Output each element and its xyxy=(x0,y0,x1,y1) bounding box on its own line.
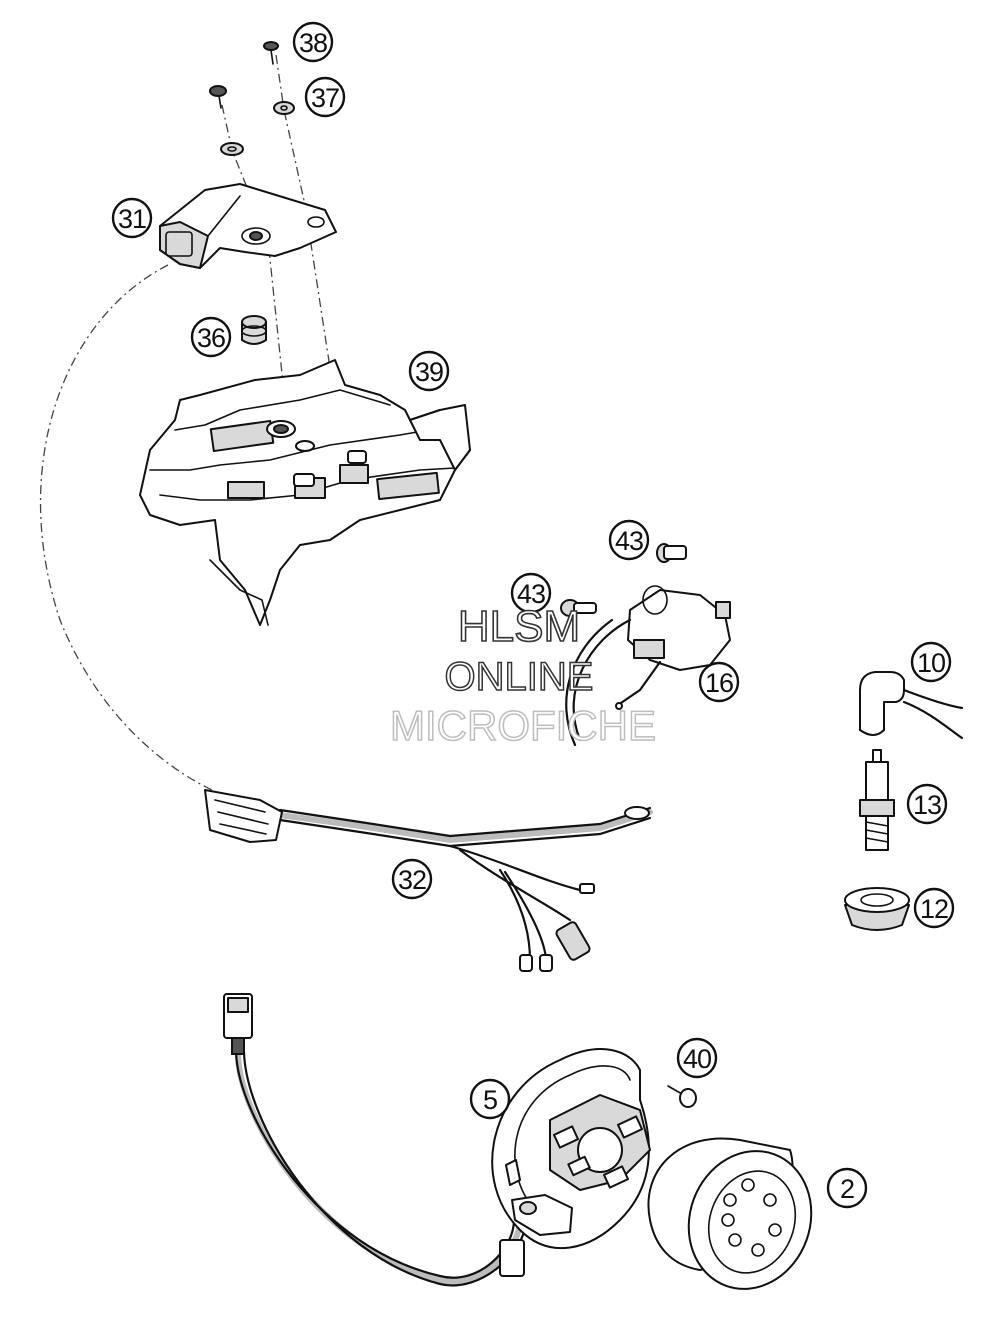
callout-39-label: 39 xyxy=(415,357,443,387)
wiring-harness-32 xyxy=(204,789,653,972)
watermark-line-3: MICROFICHE xyxy=(390,702,656,749)
callout-16: 16 xyxy=(698,661,740,703)
bolt-43-lower xyxy=(560,599,597,617)
callout-43-lower-label: 43 xyxy=(517,579,545,609)
bolt-43-upper xyxy=(656,543,687,563)
callout-43-lower: 43 xyxy=(510,572,552,614)
screw-left xyxy=(209,85,227,109)
rotor-flywheel-2 xyxy=(647,1137,813,1290)
spark-plug-cap-10 xyxy=(859,671,964,740)
callout-13: 13 xyxy=(906,783,948,825)
callout-43-upper: 43 xyxy=(608,519,650,561)
watermark-line-1: HLSM xyxy=(458,602,580,651)
screw-40 xyxy=(667,1085,697,1108)
callout-32-label: 32 xyxy=(398,865,426,895)
callout-40: 40 xyxy=(676,1037,718,1079)
callout-43-upper-label: 43 xyxy=(615,526,643,556)
washer-37 xyxy=(273,101,295,115)
callout-37-label: 37 xyxy=(311,83,339,113)
callout-38: 38 xyxy=(292,21,334,63)
callout-5-label: 5 xyxy=(483,1085,497,1115)
callout-32: 32 xyxy=(391,858,433,900)
callout-16-label: 16 xyxy=(705,668,733,698)
callout-39: 39 xyxy=(408,350,450,392)
stator-5 xyxy=(491,1048,651,1250)
stator-cable xyxy=(223,993,528,1287)
callout-10-label: 10 xyxy=(917,648,945,678)
callout-40-label: 40 xyxy=(683,1044,711,1074)
callout-37: 37 xyxy=(304,76,346,118)
callout-12-label: 12 xyxy=(920,894,948,924)
mounting-bracket-39 xyxy=(139,359,471,626)
callout-2: 2 xyxy=(826,1167,868,1209)
watermark-line-2: ONLINE xyxy=(445,655,594,699)
grommet-36 xyxy=(241,315,267,345)
seal-ring-12 xyxy=(844,887,910,931)
cdi-module-31 xyxy=(159,183,337,269)
spark-plug-13 xyxy=(859,749,895,851)
callout-2-label: 2 xyxy=(840,1174,854,1204)
callout-10: 10 xyxy=(910,641,952,683)
callout-38-label: 38 xyxy=(299,28,327,58)
assembly-guide-lines xyxy=(40,54,339,791)
callout-36-label: 36 xyxy=(197,323,225,353)
callout-5: 5 xyxy=(469,1078,511,1120)
washer-left xyxy=(220,142,244,156)
callout-36: 36 xyxy=(190,316,232,358)
screw-38 xyxy=(263,41,279,65)
callout-12: 12 xyxy=(913,887,955,929)
callout-31: 31 xyxy=(111,197,153,239)
watermark: HLSM ONLINE MICROFICHE xyxy=(389,601,657,750)
callout-31-label: 31 xyxy=(118,204,146,234)
callout-13-label: 13 xyxy=(913,790,941,820)
ignition-coil-16 xyxy=(565,585,731,747)
